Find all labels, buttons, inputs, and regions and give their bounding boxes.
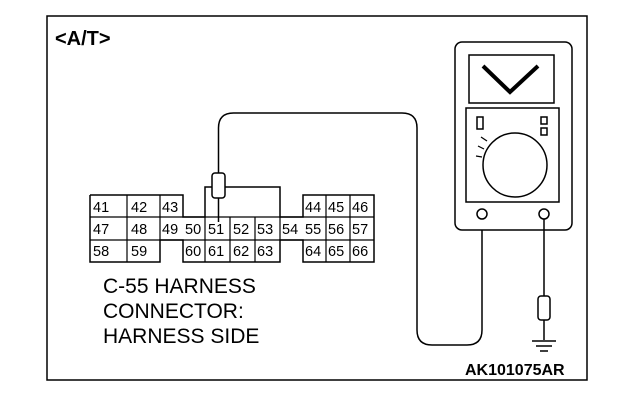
pin-label: 43	[162, 200, 178, 216]
pin-label: 46	[352, 200, 368, 216]
pin-label: 56	[328, 222, 344, 238]
figure-code: AK101075AR	[465, 362, 565, 379]
figure-frame	[46, 15, 588, 381]
caption-line: CONNECTOR:	[103, 300, 244, 323]
pin-label: 53	[257, 222, 273, 238]
pin-label: 55	[305, 222, 321, 238]
ground-icon	[532, 340, 556, 352]
pin-label: 52	[233, 222, 249, 238]
multimeter	[454, 41, 573, 231]
dial-ticks	[475, 136, 488, 158]
pin-label: 44	[305, 200, 321, 216]
pin-label: 65	[328, 244, 344, 260]
pin-label: 48	[131, 222, 147, 238]
probe-pin-51	[211, 172, 226, 222]
caption-line: HARNESS SIDE	[103, 325, 259, 348]
figure-title: <A/T>	[55, 28, 111, 50]
selector-dial-icon	[482, 132, 548, 198]
pin-labels: 41 42 43 44 45 46 47 48 49 50 51 52 53 5…	[93, 200, 368, 260]
pin-label: 50	[185, 222, 201, 238]
pin-label: 54	[282, 222, 298, 238]
pin-label: 61	[208, 244, 224, 260]
pin-label: 47	[93, 222, 109, 238]
pin-label: 66	[352, 244, 368, 260]
pin-label: 42	[131, 200, 147, 216]
pin-label: 60	[185, 244, 201, 260]
pin-label: 57	[352, 222, 368, 238]
pin-label: 62	[233, 244, 249, 260]
caption-line: C-55 HARNESS	[103, 275, 256, 298]
pin-label: 58	[93, 244, 109, 260]
connector-caption: C-55 HARNESS CONNECTOR: HARNESS SIDE	[103, 275, 259, 348]
meter-display	[468, 54, 555, 104]
pin-label: 41	[93, 200, 109, 216]
ground-lead	[537, 219, 551, 340]
com-terminal-icon	[476, 208, 488, 220]
pin-label: 45	[328, 200, 344, 216]
pin-label: 63	[257, 244, 273, 260]
connector-grid	[90, 195, 374, 262]
pin-label: 49	[162, 222, 178, 238]
pin-label: 51	[208, 222, 224, 238]
volt-mode-icon	[481, 64, 540, 95]
pin-label: 59	[131, 244, 147, 260]
pin-label: 64	[305, 244, 321, 260]
volt-terminal-icon	[538, 208, 550, 220]
test-lead-wire	[217, 112, 483, 346]
